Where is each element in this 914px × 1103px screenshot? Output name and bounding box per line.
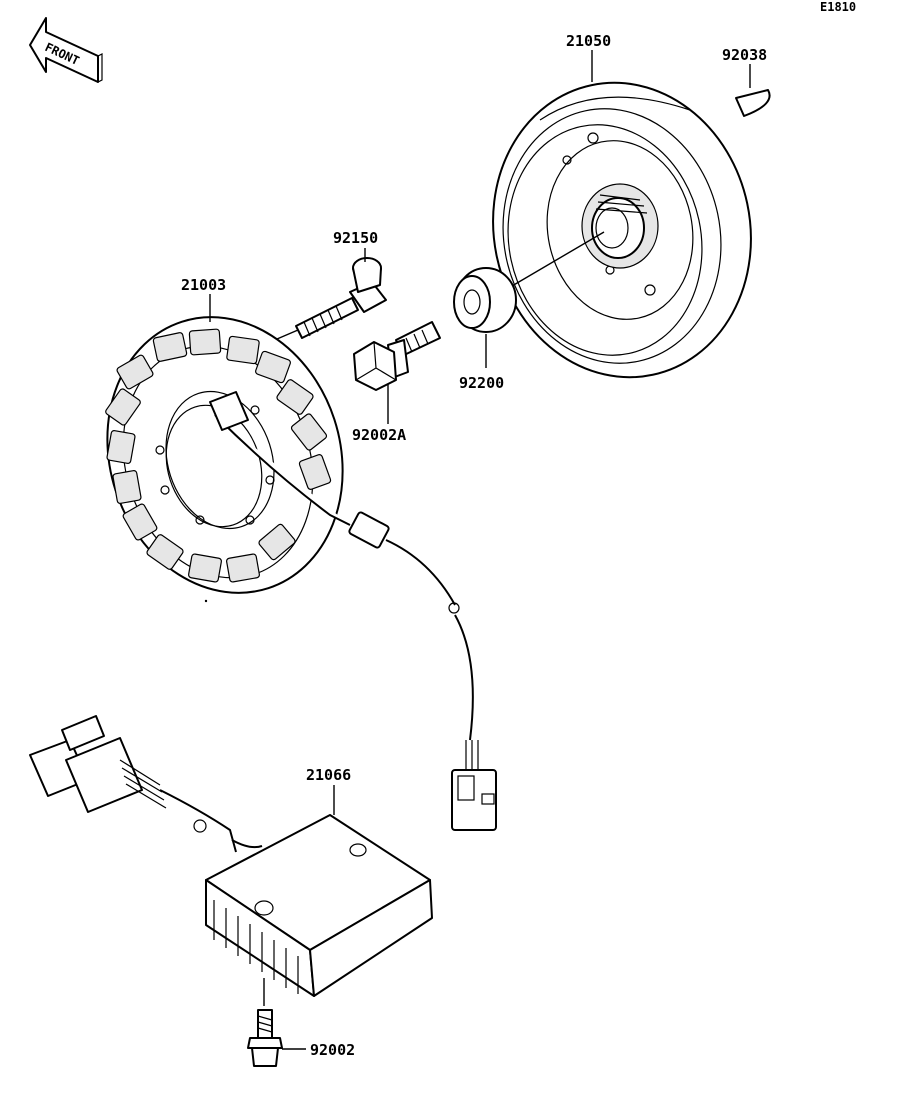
- diagram-code: E1810: [820, 0, 856, 14]
- label-spacer: 92200: [459, 374, 504, 392]
- dot-mark: [204, 599, 208, 603]
- stator-part: [105, 316, 497, 831]
- label-key: 92038: [722, 46, 767, 64]
- label-flange-bolt: 92002A: [352, 426, 406, 444]
- stator-bolt-part: [295, 257, 387, 339]
- label-regulator: 21066: [306, 766, 351, 784]
- regulator-part: [29, 715, 433, 997]
- label-stator: 21003: [181, 276, 226, 294]
- label-flywheel: 21050: [566, 32, 611, 50]
- leader-spacer-to-flywheel: [511, 231, 605, 287]
- label-regulator-bolt: 92002: [310, 1041, 355, 1059]
- woodruff-key-part: [735, 89, 771, 117]
- flange-bolt-part: [353, 321, 441, 391]
- label-stator-bolt: 92150: [333, 229, 378, 247]
- regulator-bolt-part: [247, 1009, 283, 1067]
- front-arrow-icon: FRONT: [29, 17, 103, 83]
- spacer-part: [453, 267, 517, 333]
- flywheel-part: [492, 81, 752, 379]
